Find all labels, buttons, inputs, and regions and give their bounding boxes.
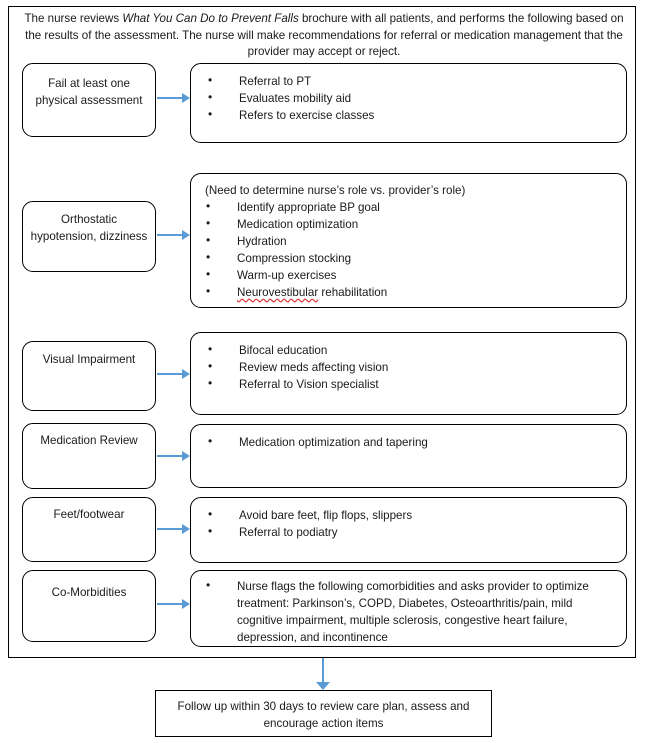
- header-paragraph: The nurse reviews What You Can Do to Pre…: [22, 11, 626, 61]
- spellcheck-flagged-word: Neurovestibular: [237, 286, 319, 299]
- list-item: Hydration: [205, 232, 616, 250]
- trigger-label: Co-Morbidities: [51, 586, 127, 599]
- arrow-shaft: [157, 234, 183, 236]
- arrow-visual-impairment: [157, 368, 190, 380]
- action-list: Identify appropriate BP goal Medication …: [205, 198, 616, 301]
- list-item: Evaluates mobility aid: [207, 89, 616, 107]
- arrow-shaft: [322, 658, 324, 683]
- action-list-wrapper: Avoid bare feet, flip flops, slippers Re…: [207, 506, 616, 541]
- header-text-part2: brochure with all patients, and performs…: [25, 12, 624, 58]
- list-item: Identify appropriate BP goal: [205, 198, 616, 216]
- list-item: Medication optimization: [205, 215, 616, 233]
- arrow-shaft: [157, 373, 183, 375]
- action-box-fail-physical-assessment[interactable]: Referral to PT Evaluates mobility aid Re…: [190, 63, 627, 143]
- arrow-shaft: [157, 455, 183, 457]
- list-item-text-rest: rehabilitation: [318, 286, 388, 299]
- arrow-shaft: [157, 603, 183, 605]
- arrow-head: [182, 451, 190, 461]
- action-list-wrapper: Nurse flags the following comorbidities …: [205, 577, 604, 646]
- trigger-label: Visual Impairment: [42, 353, 136, 366]
- outer-container-frame: [8, 6, 636, 658]
- trigger-label: Medication Review: [40, 434, 138, 447]
- action-list-wrapper: (Need to determine nurse’s role vs. prov…: [205, 182, 616, 301]
- action-box-feet-footwear[interactable]: Avoid bare feet, flip flops, slippers Re…: [190, 497, 627, 563]
- list-item: Compression stocking: [205, 249, 616, 267]
- arrow-co-morbidities: [157, 598, 190, 610]
- list-item: Warm-up exercises: [205, 266, 616, 284]
- arrow-head: [182, 524, 190, 534]
- trigger-label: Fail at least one physical assessment: [35, 77, 143, 107]
- list-item: Referral to podiatry: [207, 523, 616, 541]
- action-list: Medication optimization and tapering: [207, 433, 616, 451]
- action-box-visual-impairment[interactable]: Bifocal education Review meds affecting …: [190, 332, 627, 415]
- arrow-fail-physical-assessment: [157, 92, 190, 104]
- action-list: Bifocal education Review meds affecting …: [207, 341, 616, 393]
- trigger-box-feet-footwear[interactable]: Feet/footwear: [22, 497, 156, 562]
- trigger-label: Orthostatic hypotension, dizziness: [30, 213, 148, 243]
- action-box-medication-review[interactable]: Medication optimization and tapering: [190, 424, 627, 488]
- trigger-box-visual-impairment[interactable]: Visual Impairment: [22, 341, 156, 411]
- brochure-title: What You Can Do to Prevent Falls: [122, 12, 299, 25]
- header-text-part1: The nurse reviews: [24, 12, 123, 25]
- action-list: Avoid bare feet, flip flops, slippers Re…: [207, 506, 616, 541]
- list-item: Referral to Vision specialist: [207, 375, 616, 393]
- action-list-wrapper: Bifocal education Review meds affecting …: [207, 341, 616, 393]
- followup-box[interactable]: Follow up within 30 days to review care …: [155, 690, 492, 737]
- trigger-label: Feet/footwear: [53, 508, 125, 521]
- arrow-head: [182, 369, 190, 379]
- trigger-box-medication-review[interactable]: Medication Review: [22, 423, 156, 489]
- trigger-box-fail-physical-assessment[interactable]: Fail at least one physical assessment: [22, 63, 156, 137]
- arrow-head: [182, 599, 190, 609]
- list-item: Nurse flags the following comorbidities …: [205, 577, 604, 646]
- action-list: Referral to PT Evaluates mobility aid Re…: [207, 72, 616, 124]
- action-box-co-morbidities[interactable]: Nurse flags the following comorbidities …: [190, 570, 627, 647]
- arrow-shaft: [157, 528, 183, 530]
- followup-label: Follow up within 30 days to review care …: [177, 700, 470, 730]
- list-item: Medication optimization and tapering: [207, 433, 616, 451]
- arrow-medication-review: [157, 450, 190, 462]
- arrow-to-followup: [316, 658, 330, 690]
- arrow-head: [316, 682, 330, 690]
- trigger-box-co-morbidities[interactable]: Co-Morbidities: [22, 570, 156, 642]
- list-item: Review meds affecting vision: [207, 358, 616, 376]
- action-box-orthostatic-hypotension[interactable]: (Need to determine nurse’s role vs. prov…: [190, 173, 627, 308]
- list-item: Refers to exercise classes: [207, 106, 616, 124]
- action-list-wrapper: Medication optimization and tapering: [207, 433, 616, 451]
- list-item: Avoid bare feet, flip flops, slippers: [207, 506, 616, 524]
- action-list-wrapper: Referral to PT Evaluates mobility aid Re…: [207, 72, 616, 124]
- arrow-head: [182, 93, 190, 103]
- action-list: Nurse flags the following comorbidities …: [205, 577, 604, 646]
- list-item: Bifocal education: [207, 341, 616, 359]
- trigger-box-orthostatic-hypotension[interactable]: Orthostatic hypotension, dizziness: [22, 201, 156, 272]
- list-item: Neurovestibular rehabilitation: [205, 283, 616, 301]
- arrow-feet-footwear: [157, 523, 190, 535]
- arrow-orthostatic-hypotension: [157, 229, 190, 241]
- list-item: Referral to PT: [207, 72, 616, 90]
- arrow-head: [182, 230, 190, 240]
- action-lead-note: (Need to determine nurse’s role vs. prov…: [205, 184, 466, 197]
- arrow-shaft: [157, 97, 183, 99]
